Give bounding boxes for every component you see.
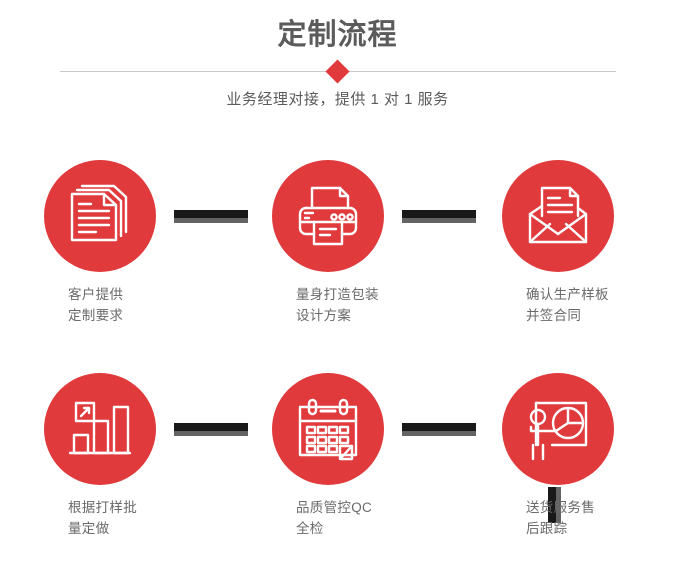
documents-icon xyxy=(64,180,136,252)
flow-step-1[interactable]: 客户提供 定制要求 xyxy=(20,150,210,350)
flow-step-4[interactable]: 根据打样批 量定做 xyxy=(20,363,210,563)
diamond-icon xyxy=(325,59,350,84)
connector-shadow xyxy=(402,218,476,223)
connector-shadow xyxy=(556,487,561,523)
connector-top-2 xyxy=(402,210,476,223)
flow-row-bottom: 根据打样批 量定做 xyxy=(0,363,675,563)
page-subtitle: 业务经理对接，提供 1 对 1 服务 xyxy=(226,91,449,108)
connector-vertical xyxy=(548,487,561,523)
step-5-circle xyxy=(272,373,384,485)
connector-bar xyxy=(174,210,248,218)
connector-shadow xyxy=(174,431,248,436)
step-6-circle xyxy=(502,373,614,485)
step-2-circle xyxy=(272,160,384,272)
printer-icon xyxy=(292,180,364,252)
connector-bottom-1 xyxy=(174,423,248,436)
presentation-pie-chart-icon xyxy=(522,393,594,465)
flow-row-top: 客户提供 定制要求 xyxy=(0,150,675,350)
header-block: 定制流程 业务经理对接，提供 1 对 1 服务 xyxy=(0,0,675,125)
step-1-label: 客户提供 定制要求 xyxy=(68,287,124,323)
connector-bar xyxy=(402,210,476,218)
connector-bottom-2 xyxy=(402,423,476,436)
calendar-icon xyxy=(292,393,364,465)
flow-step-5[interactable]: 品质管控QC 全检 xyxy=(248,363,438,563)
connector-shadow xyxy=(402,431,476,436)
step-2-label: 量身打造包装 设计方案 xyxy=(296,287,379,323)
step-3-circle xyxy=(502,160,614,272)
flow-step-2[interactable]: 量身打造包装 设计方案 xyxy=(248,150,438,350)
page-title: 定制流程 xyxy=(277,19,398,51)
flow-step-3[interactable]: 确认生产样板 并签合同 xyxy=(478,150,668,350)
connector-shadow xyxy=(174,218,248,223)
envelope-icon xyxy=(522,180,594,252)
connector-bar xyxy=(174,423,248,431)
step-6-label: 送货服务售 后跟踪 xyxy=(526,500,595,536)
step-4-circle xyxy=(44,373,156,485)
step-3-label: 确认生产样板 并签合同 xyxy=(526,287,609,323)
step-4-label: 根据打样批 量定做 xyxy=(68,500,137,536)
bar-chart-icon xyxy=(64,393,136,465)
connector-top-1 xyxy=(174,210,248,223)
process-flow-grid: 客户提供 定制要求 xyxy=(0,150,675,550)
connector-bar xyxy=(548,487,556,523)
flow-step-6[interactable]: 送货服务售 后跟踪 xyxy=(478,363,668,563)
step-1-circle xyxy=(44,160,156,272)
connector-bar xyxy=(402,423,476,431)
step-5-label: 品质管控QC 全检 xyxy=(296,500,373,536)
